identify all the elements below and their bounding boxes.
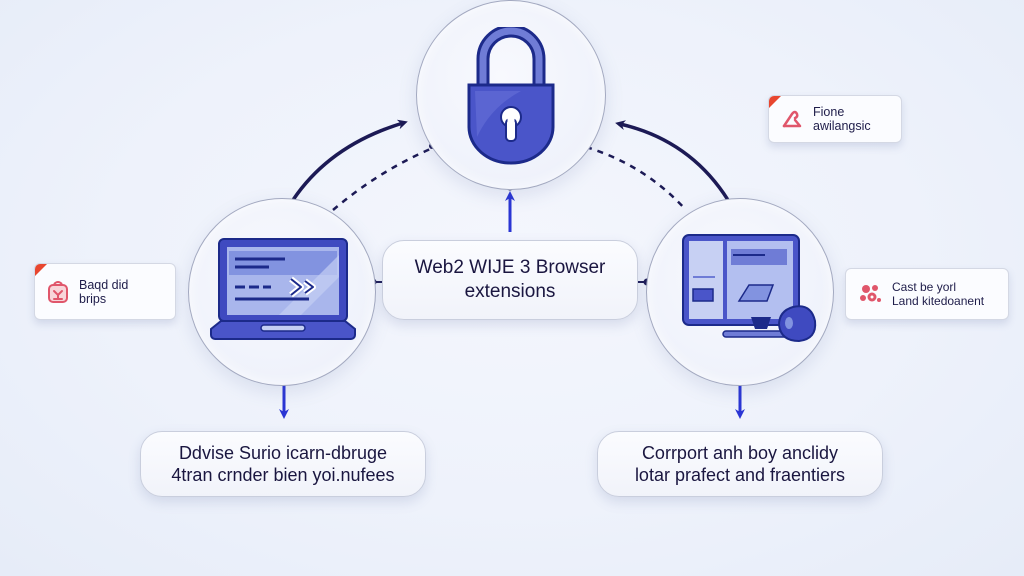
badge-left[interactable]: Baqd did brips xyxy=(34,263,176,320)
bottom-left-line2: 4tran crnder bien yoi.nufees xyxy=(171,465,395,485)
desktop-monitor-icon xyxy=(682,234,817,343)
lock-node[interactable] xyxy=(416,0,606,190)
bottom-left-line1: Ddvise Surio icarn-dbruge xyxy=(178,443,388,463)
badge-left-line1: Baqd did xyxy=(79,277,129,292)
badge-left-line2: brips xyxy=(79,291,107,306)
bottom-right-line2: lotar prafect and fraentiers xyxy=(634,465,846,485)
badge-top-right-line2: awilangsic xyxy=(813,119,871,133)
center-label-line1: Web2 WIJE 3 Browser xyxy=(414,257,606,278)
arrow-laptop-to-lock xyxy=(291,119,408,201)
badge-top-right[interactable]: Fione awilangsic xyxy=(768,95,902,143)
arrow-monitor-to-lock xyxy=(615,120,730,201)
monitor-node[interactable] xyxy=(646,198,834,386)
dashed-link-right xyxy=(585,145,687,211)
scatter-cluster-icon xyxy=(860,285,881,302)
badge-top-right-line1: Fione xyxy=(813,105,845,119)
alert-corner-flag xyxy=(769,96,781,108)
badge-right-line2: Land kitedoanent xyxy=(892,294,985,308)
alert-bag-icon xyxy=(48,280,68,303)
badge-right[interactable]: Cast be yorl Land kitedoanent xyxy=(845,268,1009,320)
center-label-line2: extensions xyxy=(464,281,556,302)
padlock-icon xyxy=(467,27,555,165)
bottom-left-description-box[interactable]: Ddvise Surio icarn-dbruge 4tran crnder b… xyxy=(140,431,426,497)
bottom-right-description-box[interactable]: Corrport anh boy anclidy lotar prafect a… xyxy=(597,431,883,497)
dashed-link-left xyxy=(332,145,436,211)
laptop-node[interactable] xyxy=(188,198,376,386)
warning-hook-icon xyxy=(782,110,802,128)
center-label-box[interactable]: Web2 WIJE 3 Browser extensions xyxy=(382,240,638,320)
badge-right-line1: Cast be yorl xyxy=(892,280,957,294)
alert-corner-flag xyxy=(35,264,47,276)
bottom-right-line1: Corrport anh boy anclidy xyxy=(641,443,839,463)
laptop-icon xyxy=(210,238,356,340)
